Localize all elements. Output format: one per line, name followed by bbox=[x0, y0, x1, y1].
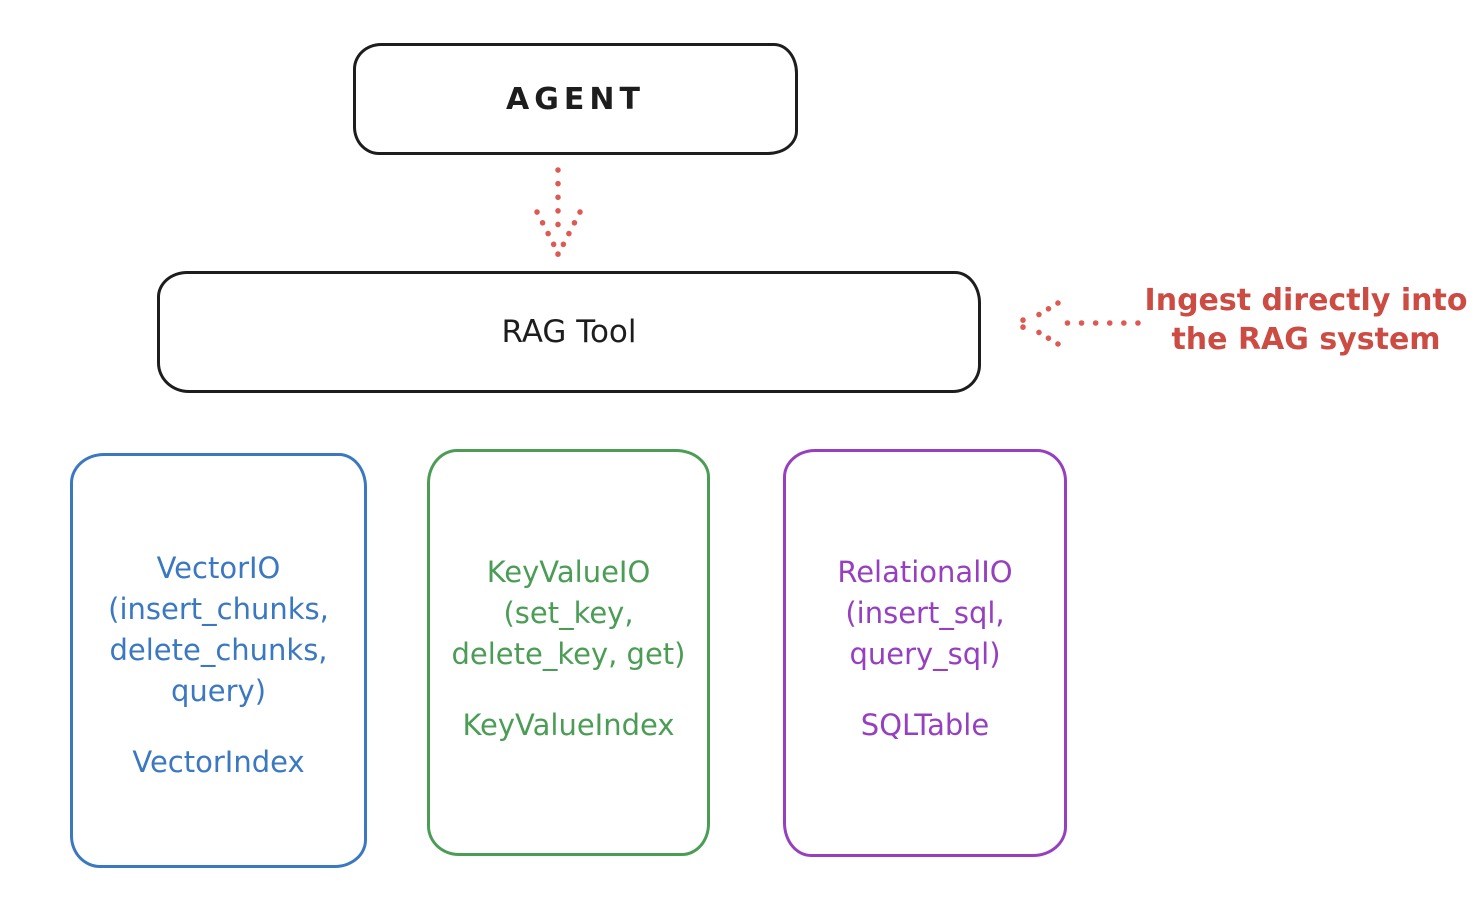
keyvalue-index-label: KeyValueIndex bbox=[462, 708, 675, 742]
relational-io-line: (insert_sql, bbox=[845, 596, 1005, 630]
keyvalue-io-line: (set_key, bbox=[503, 596, 634, 630]
keyvalue-io-line: KeyValueIO bbox=[486, 555, 651, 589]
ingest-annotation-line2: the RAG system bbox=[1171, 322, 1441, 357]
vector-index-label: VectorIndex bbox=[132, 745, 305, 779]
relational-io-box: RelationalIO (insert_sql, query_sql) SQL… bbox=[783, 449, 1067, 857]
relational-io-line: query_sql) bbox=[849, 637, 1001, 671]
dotted-arrow-down-icon bbox=[534, 167, 583, 257]
vector-io-line: query) bbox=[170, 674, 267, 708]
sql-table-label: SQLTable bbox=[860, 708, 990, 742]
ingest-annotation: Ingest directly into the RAG system bbox=[1138, 281, 1474, 359]
vector-io-line: delete_chunks, bbox=[109, 633, 328, 667]
vector-io-box: VectorIO (insert_chunks, delete_chunks, … bbox=[70, 453, 367, 868]
ingest-annotation-line1: Ingest directly into bbox=[1144, 283, 1468, 318]
keyvalue-io-box: KeyValueIO (set_key, delete_key, get) Ke… bbox=[427, 449, 710, 856]
rag-tool-label: RAG Tool bbox=[501, 314, 637, 350]
agent-box: AGENT bbox=[353, 43, 798, 155]
keyvalue-io-line: delete_key, get) bbox=[451, 637, 686, 671]
dotted-arrow-left-icon bbox=[1020, 300, 1141, 347]
rag-tool-box: RAG Tool bbox=[157, 271, 981, 393]
vector-io-line: VectorIO bbox=[156, 551, 281, 585]
vector-io-line: (insert_chunks, bbox=[108, 592, 329, 626]
relational-io-line: RelationalIO bbox=[837, 555, 1013, 589]
agent-label: AGENT bbox=[506, 81, 645, 117]
